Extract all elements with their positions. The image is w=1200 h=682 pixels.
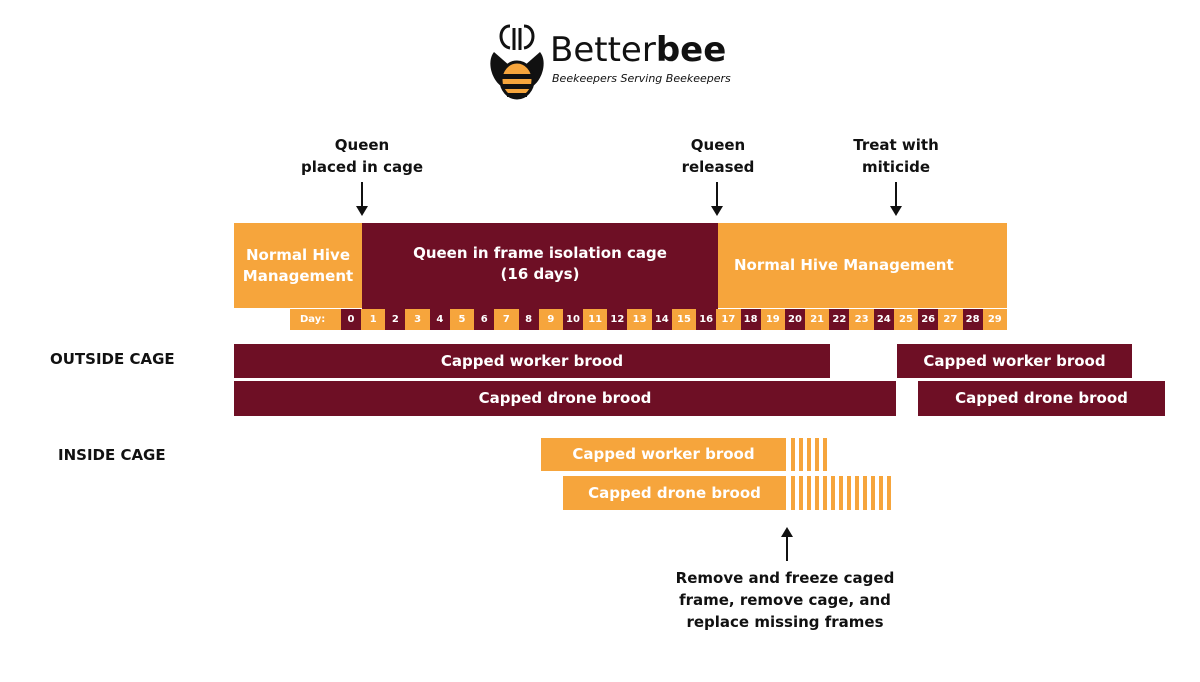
day-cell-1: 1 — [363, 309, 384, 330]
fade-stripe — [807, 476, 811, 510]
outside-drone-brood-bar-2: Capped drone brood — [918, 381, 1165, 416]
outside-worker-brood-bar-1: Capped worker brood — [234, 344, 830, 378]
day-cell-26: 26 — [918, 309, 939, 330]
day-cell-22: 22 — [829, 309, 850, 330]
day-cell-9: 9 — [540, 309, 561, 330]
day-cell-0: 0 — [341, 309, 361, 330]
remove-frame-arrow — [781, 527, 793, 537]
bee-logo-icon — [490, 24, 544, 100]
remove-frame-note: Remove and freeze caged frame, remove ca… — [675, 569, 895, 631]
fade-stripe — [799, 476, 803, 510]
fade-stripe — [799, 438, 803, 471]
inside-worker-brood-bar: Capped worker brood — [541, 438, 786, 471]
day-cell-6: 6 — [474, 309, 495, 330]
day-label: Day: — [300, 314, 326, 325]
fade-stripe — [855, 476, 859, 510]
day-cell-7: 7 — [496, 309, 517, 330]
day-cell-27: 27 — [940, 309, 961, 330]
day-cell-21: 21 — [807, 309, 828, 330]
day-cell-16: 16 — [696, 309, 717, 330]
fade-stripe — [863, 476, 867, 510]
day-cell-20: 20 — [785, 309, 805, 330]
fade-stripe — [791, 438, 795, 471]
day-cell-2: 2 — [385, 309, 406, 330]
inside-drone-brood-bar: Capped drone brood — [563, 476, 786, 510]
brand-tagline: Beekeepers Serving Beekeepers — [552, 72, 731, 85]
day-cell-4: 4 — [429, 309, 450, 330]
day-cell-19: 19 — [762, 309, 783, 330]
day-cell-5: 5 — [452, 309, 472, 330]
day-cell-15: 15 — [674, 309, 694, 330]
day-cell-28: 28 — [962, 309, 983, 330]
outside-worker-brood-bar-2: Capped worker brood — [897, 344, 1132, 378]
day-cell-13: 13 — [629, 309, 650, 330]
treat-arrow — [895, 182, 897, 206]
fade-stripe — [815, 476, 819, 510]
day-cell-29: 29 — [984, 309, 1005, 330]
day-cell-18: 18 — [740, 309, 761, 330]
fade-stripe — [887, 476, 891, 510]
inside-cage-label: INSIDE CAGE — [58, 446, 166, 464]
fade-stripe — [831, 476, 835, 510]
day-cell-3: 3 — [407, 309, 428, 330]
fade-stripe — [871, 476, 875, 510]
fade-stripe — [791, 476, 795, 510]
day-cell-24: 24 — [873, 309, 894, 330]
outside-cage-label: OUTSIDE CAGE — [50, 350, 175, 368]
day-cell-25: 25 — [896, 309, 916, 330]
day-cell-17: 17 — [718, 309, 739, 330]
fade-stripe — [847, 476, 851, 510]
logo: Betterbee Beekeepers Serving Beekeepers — [488, 22, 731, 102]
day-cell-12: 12 — [607, 309, 628, 330]
normal-hive-right-bar: Normal Hive Management — [718, 223, 1007, 308]
day-cell-11: 11 — [585, 309, 606, 330]
fade-stripe — [807, 438, 811, 471]
day-cell-8: 8 — [518, 309, 539, 330]
day-cell-14: 14 — [651, 309, 672, 330]
fade-stripe — [823, 438, 827, 471]
brand-name: Betterbee — [550, 30, 727, 70]
fade-stripe — [839, 476, 843, 510]
queen-released-arrow — [716, 182, 718, 206]
fade-stripe — [823, 476, 827, 510]
fade-stripe — [815, 438, 819, 471]
fade-stripe — [879, 476, 883, 510]
outside-drone-brood-bar-1: Capped drone brood — [234, 381, 896, 416]
day-cell-23: 23 — [851, 309, 872, 330]
queen-placed-arrow — [361, 182, 363, 206]
day-cell-10: 10 — [563, 309, 583, 330]
